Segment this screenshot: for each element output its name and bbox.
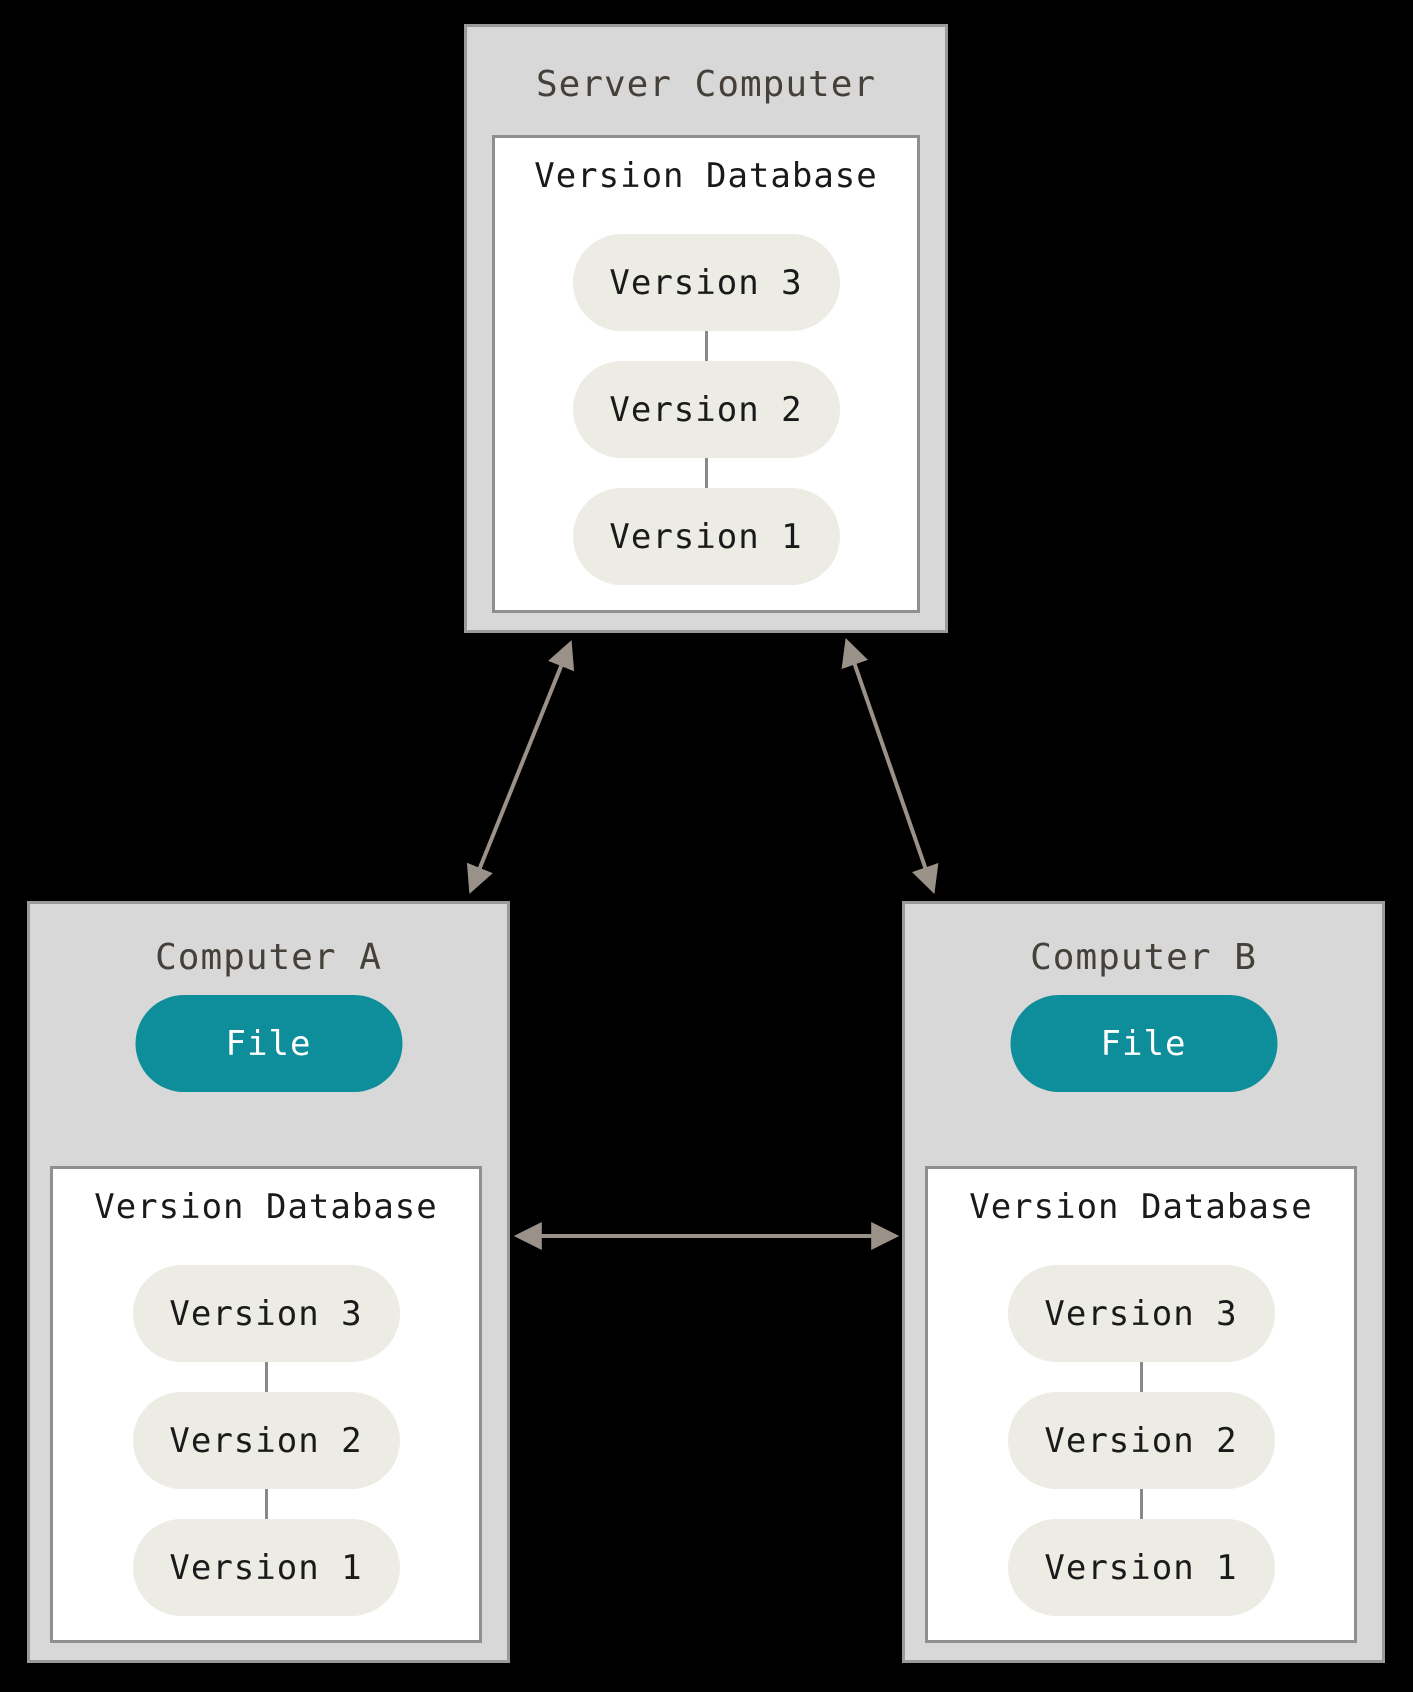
computer-b-box: Computer B File Version Database Version… xyxy=(902,901,1385,1663)
pill-connector xyxy=(704,331,708,361)
file-pill: File xyxy=(135,995,402,1092)
server-computer-box: Server Computer Version Database Version… xyxy=(464,24,948,633)
pill-connector xyxy=(704,458,708,488)
sync-arrow-server-a-icon xyxy=(466,640,575,894)
version-database-label: Version Database xyxy=(94,1187,438,1227)
computer-b-version-database-panel: Version Database Version 3 Version 2 Ver… xyxy=(925,1166,1357,1643)
pill-connector xyxy=(1139,1489,1143,1519)
computer-a-title: Computer A xyxy=(155,937,382,978)
version-pill: Version 2 xyxy=(1007,1392,1275,1489)
server-version-database-panel: Version Database Version 3 Version 2 Ver… xyxy=(492,135,920,613)
computer-a-box: Computer A File Version Database Version… xyxy=(27,901,510,1663)
file-label: File xyxy=(1100,1023,1187,1064)
version-pill: Version 1 xyxy=(1007,1519,1275,1616)
computer-b-title: Computer B xyxy=(1030,937,1257,978)
pill-connector xyxy=(1139,1362,1143,1392)
version-pill: Version 2 xyxy=(132,1392,400,1489)
version-database-label: Version Database xyxy=(534,156,878,196)
sync-arrow-server-b-icon xyxy=(841,638,939,894)
version-pill: Version 1 xyxy=(572,488,840,585)
version-pill: Version 3 xyxy=(1007,1265,1275,1362)
pill-connector xyxy=(264,1362,268,1392)
version-pill: Version 1 xyxy=(132,1519,400,1616)
pill-connector xyxy=(264,1489,268,1519)
version-pill: Version 2 xyxy=(572,361,840,458)
version-pill: Version 3 xyxy=(132,1265,400,1362)
file-label: File xyxy=(225,1023,312,1064)
version-pill: Version 3 xyxy=(572,234,840,331)
server-computer-title: Server Computer xyxy=(535,64,877,105)
computer-a-version-database-panel: Version Database Version 3 Version 2 Ver… xyxy=(50,1166,482,1643)
file-pill: File xyxy=(1010,995,1277,1092)
version-database-label: Version Database xyxy=(969,1187,1313,1227)
